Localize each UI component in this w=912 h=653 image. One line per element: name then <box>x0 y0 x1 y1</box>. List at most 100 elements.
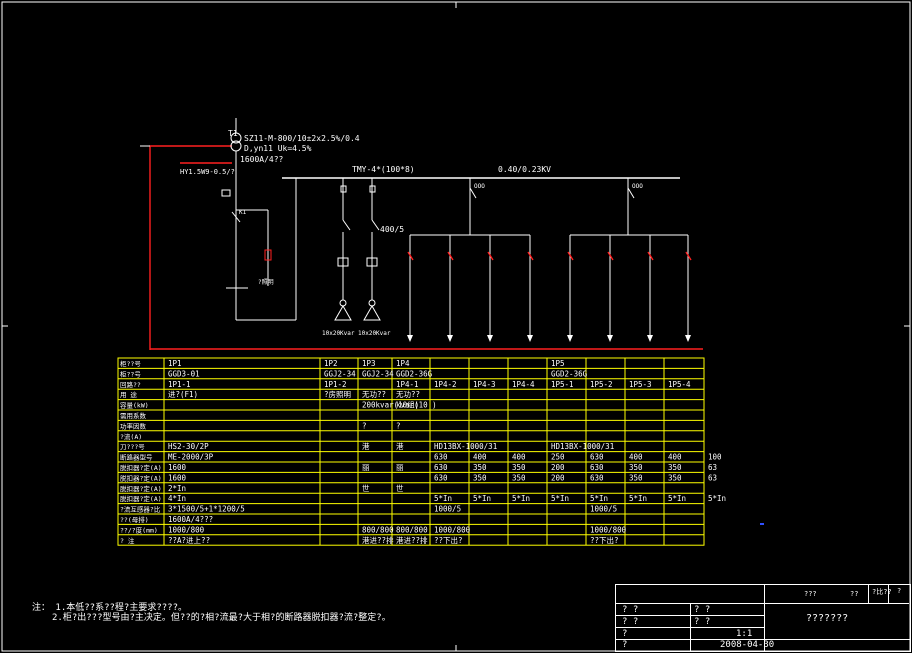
breaker-1p5-2 <box>607 251 614 261</box>
title-cell: ? ? <box>694 605 711 615</box>
table-cell: 1P3 <box>362 359 376 368</box>
title-cell: ? <box>622 629 628 639</box>
capacitor-branch-right <box>363 178 381 321</box>
table-cell: 1P5-3 <box>629 380 652 389</box>
table-cell: 200 <box>551 473 565 482</box>
table-row-header: ?流互感器?比 <box>120 505 161 514</box>
title-block: ??? ?? ?比?? ? ? ? ? ? ? ? ? ? ? 1:1 2008… <box>615 584 911 652</box>
table-cell: ??下出? <box>434 535 463 545</box>
table-cell: 350 <box>473 473 487 482</box>
panel-schedule-table <box>117 357 705 546</box>
table-row-header: 断路器型号 <box>120 453 153 462</box>
table-cell: 港进??排 <box>396 535 428 545</box>
table-cell: 630 <box>434 463 448 472</box>
table-row-header: 脱扣器?定(A) <box>120 484 162 493</box>
table-cell: GGD2-36G <box>551 369 588 378</box>
table-cell: 1P5-1 <box>551 380 574 389</box>
fuse-icon <box>369 185 376 193</box>
title-cell: ? ? <box>622 605 639 615</box>
main-breaker-label: 1600A/4?? <box>240 155 284 164</box>
title-cell: ? <box>622 640 628 650</box>
voltage-label: 0.40/0.23KV <box>498 165 551 174</box>
table-cell: 5*In <box>434 494 452 503</box>
table-cell: 5*In <box>708 494 726 503</box>
feeder-group-1p4 <box>409 178 531 335</box>
capacitor-left-label: 10x20Kvar <box>322 330 355 337</box>
table-cell: 3*1500/5+1*1200/5 <box>168 505 245 514</box>
table-cell: HD13BX-1000/31 <box>551 442 614 451</box>
table-cell: 1600 <box>168 463 187 472</box>
date-cell: 2008-04-30 <box>720 640 775 650</box>
table-cell: 630 <box>590 463 604 472</box>
table-cell: 港 <box>396 441 404 451</box>
table-cell: 350 <box>512 473 526 482</box>
table-cell: 1P4-4 <box>512 380 535 389</box>
fuse-icon <box>340 185 347 193</box>
table-cell: 630 <box>434 473 448 482</box>
title-cell: ? ? <box>694 617 711 627</box>
table-cell: 丽 <box>396 463 404 472</box>
table-cell: 1P1-1 <box>168 380 191 389</box>
table-cell: 1000/5 <box>434 505 461 514</box>
ct-ratio-label: 400/5 <box>380 225 404 234</box>
table-cell: 丽 <box>362 463 370 472</box>
table-cell: 100 <box>708 453 722 462</box>
table-cell: 1P1 <box>168 359 182 368</box>
table-row-header: ??(母排) <box>120 515 149 524</box>
table-cell: 400 <box>512 453 526 462</box>
table-cell: GGD2-36G <box>396 369 433 378</box>
header-cell-2: ?? <box>850 590 859 598</box>
table-cell: 250 <box>551 453 565 462</box>
table-cell: 1P4-2 <box>434 380 457 389</box>
capacitor-right-label: 10x20Kvar <box>358 330 391 337</box>
arrow-down-icon <box>567 335 573 342</box>
table-row-header: ? 注 <box>120 536 135 545</box>
table-cell: 630 <box>590 453 604 462</box>
transformer-connection: D,yn11 Uk=4.5% <box>244 144 312 153</box>
table-cell: ME-2000/3P <box>168 453 214 462</box>
transformer-model: SZ11-M-800/10±2x2.5%/0.4 <box>244 134 360 143</box>
note-line-1: 注： 1.本低??系??程?主要求????。 <box>32 603 188 613</box>
table-row-header: 脱扣器?定(A) <box>120 494 162 503</box>
table-row-header: 柜??号 <box>120 359 141 368</box>
title-cell: ? ? <box>622 617 639 627</box>
table-cell: 630 <box>434 453 448 462</box>
table-cell: 350 <box>668 463 682 472</box>
table-cell: 800/800 <box>362 525 394 534</box>
capacitor-branch-left <box>334 178 352 321</box>
arrester-symbol <box>221 189 231 197</box>
table-cell: 800/800 <box>396 525 428 534</box>
table-cell: 5*In <box>512 494 530 503</box>
ct-marker-1p5: OOO <box>632 183 643 190</box>
table-cell: 350 <box>629 463 643 472</box>
table-cell: 5*In <box>629 494 647 503</box>
table-row-header: 刀???号 <box>120 443 145 451</box>
breaker-1p4-3 <box>487 251 494 261</box>
table-cell: GGJ2-34 <box>362 369 394 378</box>
table-cell: 1P5-2 <box>590 380 613 389</box>
table-cell: 1P1-2 <box>324 380 347 389</box>
arrow-down-icon <box>487 335 493 342</box>
table-row-header: 用 途 <box>120 390 137 399</box>
table-cell: 5*In <box>473 494 491 503</box>
arrow-down-icon <box>527 335 533 342</box>
breaker-1p5-3 <box>647 251 654 261</box>
header-cell-4: ? <box>897 587 902 595</box>
table-row-header: 回路?? <box>120 380 141 389</box>
table-cell: 350 <box>629 473 643 482</box>
title-block-divider <box>690 603 691 651</box>
table-cell: 1P4-1 <box>396 380 419 389</box>
drawing-title: ??????? <box>806 613 849 624</box>
scale-cell: 1:1 <box>736 629 753 639</box>
table-row-header: ??/?度(mm) <box>120 525 158 534</box>
table-row-header: 脱扣器?定(A) <box>120 463 162 472</box>
arrow-down-icon <box>407 335 413 342</box>
table-cell: ?房照明 <box>324 389 351 399</box>
table-cell: 2*In <box>168 484 186 493</box>
lighting-branch <box>236 178 297 321</box>
table-cell: 1600 <box>168 473 187 482</box>
table-cell: 400 <box>629 453 643 462</box>
table-cell: 5*In <box>668 494 686 503</box>
table-row-header: 柜??号 <box>120 369 141 378</box>
table-cell: 400 <box>473 453 487 462</box>
